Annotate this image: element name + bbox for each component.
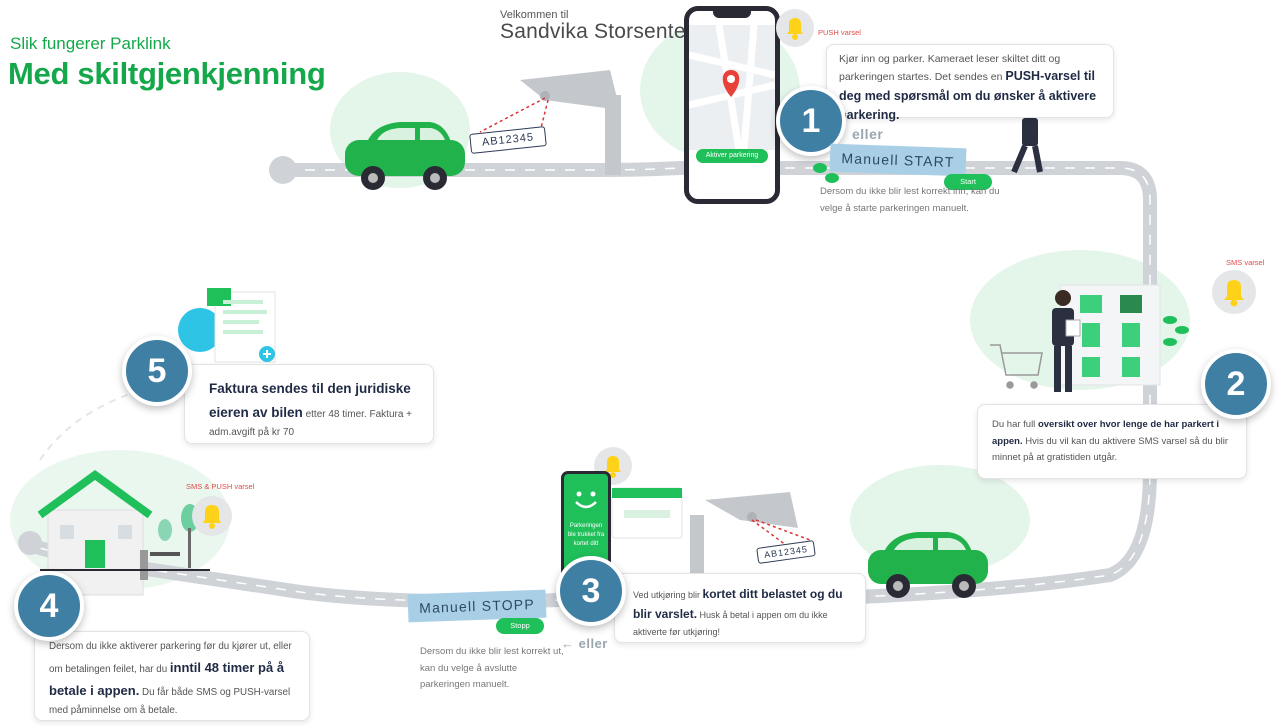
step3-badge: 3 — [556, 556, 626, 626]
step3-card: Ved utkjøring blir kortet ditt belastet … — [614, 573, 866, 643]
step2-text-post: Hvis du vil kan du aktivere SMS varsel s… — [992, 435, 1229, 464]
activate-parking-button[interactable]: Aktiver parkering — [696, 149, 768, 163]
step1-phone: Aktiver parkering — [684, 6, 780, 204]
sms-varsel-label: SMS varsel — [1226, 258, 1265, 267]
step3-text: Ved utkjøring blir — [633, 590, 703, 600]
bell-icon-step1 — [776, 9, 814, 47]
manual-start-banner: Manuell START — [829, 143, 967, 177]
step5-text-bold: Faktura sendes til den juridiske eieren … — [209, 381, 411, 420]
manual-stopp-button[interactable]: Stopp — [496, 618, 544, 634]
step5-card: Faktura sendes til den juridiske eieren … — [184, 364, 434, 444]
step3-text-post: Husk å betal i appen om du ikke aktivert… — [633, 610, 828, 637]
welcome-line2: Sandvika Storsenter — [500, 20, 693, 43]
step4-text-bold: inntil 48 timer på å betale i appen. — [49, 659, 285, 699]
push-varsel-label: PUSH varsel — [818, 28, 861, 37]
welcome-sign: Velkommen til Sandvika Storsenter — [500, 9, 693, 43]
manual-start-note: Dersom du ikke blir lest korrekt inn, ka… — [820, 186, 1000, 214]
step5-text-post: etter 48 timer. Faktura + adm.avgift på … — [209, 408, 413, 439]
welcome-line1: Velkommen til — [500, 9, 569, 21]
bell-icon-step2 — [1212, 270, 1256, 314]
step4-card: Dersom du ikke aktiverer parkering før d… — [34, 631, 310, 721]
step5-badge: 5 — [122, 336, 192, 406]
step4-text-post: Du får både SMS og PUSH-varsel med påmin… — [49, 687, 291, 717]
step4-text: Dersom du ikke aktiverer parkering før d… — [49, 641, 292, 675]
step2-text-bold: oversikt over hvor lenge de har parkert … — [992, 419, 1220, 447]
step4-badge: 4 — [14, 571, 84, 641]
header-subtitle: Slik fungerer Parklink — [10, 34, 171, 53]
step3-eller: ← eller — [561, 636, 608, 651]
step1-eller: eller — [852, 126, 884, 142]
step3-text-bold: kortet ditt belastet og du blir varslet. — [633, 587, 843, 622]
manual-start-button[interactable]: Start — [944, 174, 992, 190]
header-title: Med skiltgjenkjenning — [8, 56, 326, 91]
step2-text: Du har full — [992, 419, 1038, 430]
step1-text: Kjør inn og parker. Kameraet leser skilt… — [839, 53, 1061, 84]
step3-phone-text: Parkeringen ble trukket fra kortet ditt — [567, 523, 605, 547]
step1-card: Kjør inn og parker. Kameraet leser skilt… — [826, 44, 1114, 122]
map-icon — [689, 25, 775, 150]
manual-stopp-note: Dersom du ikke blir lest korrekt ut, kan… — [420, 646, 564, 691]
step2-badge: 2 — [1201, 349, 1271, 419]
step1-text-bold: PUSH-varsel til deg med spørsmål om du ø… — [839, 69, 1097, 123]
bell-icon-step4 — [192, 496, 232, 536]
step2-card: Du har full oversikt over hvor lenge de … — [977, 404, 1247, 479]
smiley-icon — [575, 491, 597, 509]
sms-push-varsel-label: SMS & PUSH varsel — [186, 482, 255, 491]
